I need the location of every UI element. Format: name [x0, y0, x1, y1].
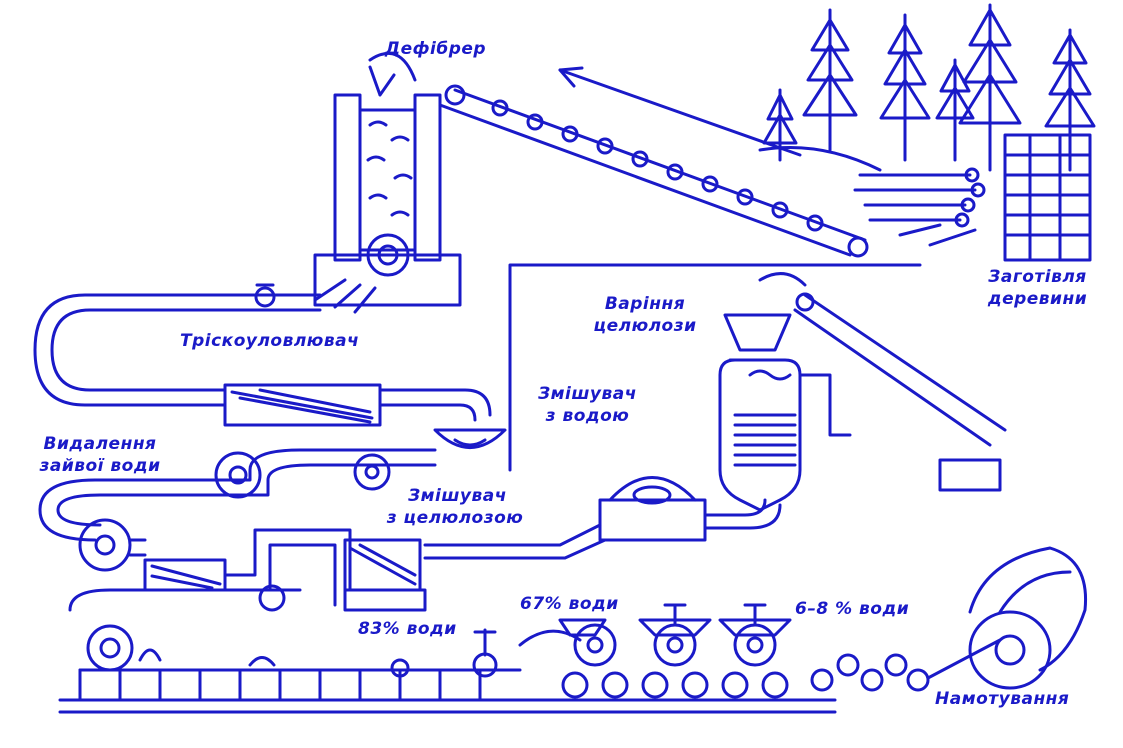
chip-catcher-label: Тріскоуловлювач — [180, 331, 360, 351]
water-removal-label-line1: Видалення — [43, 434, 157, 454]
cellulose-mixer-label-line1: Змішувач — [408, 486, 507, 506]
cellulose-digester — [508, 263, 1007, 512]
harvest-label-line2: деревини — [987, 289, 1088, 309]
log-conveyor — [438, 66, 869, 258]
defibrer-label: Дефібрер — [385, 39, 487, 59]
winding-label: Намотування — [935, 689, 1070, 709]
water-83-percent-label: 83% води — [358, 619, 457, 639]
water-mixer-label-line1: Змішувач — [538, 384, 637, 404]
forest-illustration — [758, 3, 1096, 262]
defibrer — [313, 51, 462, 314]
paper-machine — [58, 546, 1088, 714]
pipe-system — [33, 283, 782, 612]
cellulose-cooking-label-line2: целюлози — [593, 316, 697, 336]
water-removal-label-line2: зайвої води — [39, 456, 161, 476]
water-67-percent-label: 67% води — [520, 594, 619, 614]
harvest-label-line1: Заготівля — [988, 267, 1087, 287]
water-mixer-label-line2: з водою — [545, 406, 630, 426]
water-6-8-percent-label: 6–8 % води — [795, 599, 910, 619]
cellulose-cooking-label-line1: Варіння — [604, 294, 686, 314]
cellulose-mixer-label-line2: з целюлозою — [386, 508, 524, 528]
